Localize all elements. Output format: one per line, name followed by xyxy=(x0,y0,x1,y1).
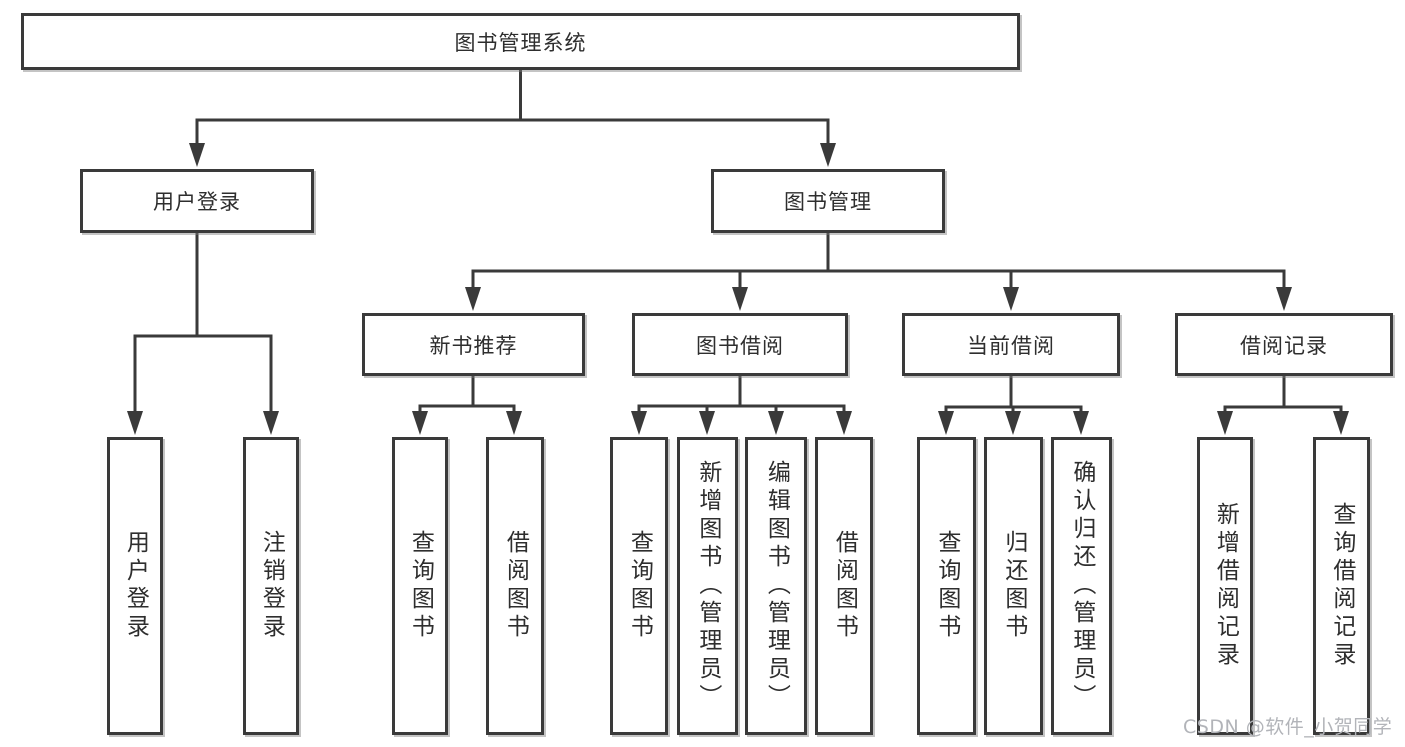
edge-level3-branch xyxy=(471,269,1286,292)
leaf-current-return-books: 归还图书 xyxy=(984,437,1043,735)
node-current-borrowing: 当前借阅 xyxy=(902,313,1120,376)
leaf-current-query-books: 查询图书 xyxy=(917,437,976,735)
leaf-logout: 注销登录 xyxy=(243,437,299,735)
edge-borrow-branch xyxy=(637,404,846,416)
arrow-down-icon xyxy=(1005,411,1021,435)
edge-recommend-branch xyxy=(418,404,516,416)
edge-level2-branch xyxy=(195,118,830,148)
leaf-borrow-borrow-books: 借阅图书 xyxy=(815,437,873,735)
arrow-down-icon xyxy=(631,411,647,435)
node-user-login: 用户登录 xyxy=(80,169,314,233)
arrow-down-icon xyxy=(189,143,205,167)
leaf-records-query-record: 查询借阅记录 xyxy=(1313,437,1370,735)
leaf-recommend-query-books: 查询图书 xyxy=(392,437,448,735)
leaf-current-confirm-return-admin: 确认归还（管理员） xyxy=(1051,437,1112,735)
node-book-management: 图书管理 xyxy=(711,169,945,233)
arrow-down-icon xyxy=(699,411,715,435)
leaf-borrow-edit-books-admin: 编辑图书（管理员） xyxy=(745,437,807,735)
leaf-records-add-record: 新增借阅记录 xyxy=(1197,437,1253,735)
arrow-down-icon xyxy=(506,411,522,435)
node-book-borrowing: 图书借阅 xyxy=(632,313,848,376)
leaf-borrow-add-books-admin: 新增图书（管理员） xyxy=(677,437,738,735)
arrow-down-icon xyxy=(263,411,279,435)
node-root: 图书管理系统 xyxy=(21,13,1020,70)
arrow-down-icon xyxy=(836,411,852,435)
arrow-down-icon xyxy=(1333,411,1349,435)
arrow-down-icon xyxy=(1276,287,1292,311)
node-borrowing-records: 借阅记录 xyxy=(1175,313,1393,376)
leaf-user-login: 用户登录 xyxy=(107,437,163,735)
edge-records-branch xyxy=(1223,405,1343,416)
arrow-down-icon xyxy=(465,287,481,311)
arrow-down-icon xyxy=(127,411,143,435)
leaf-borrow-query-books: 查询图书 xyxy=(610,437,668,735)
arrow-down-icon xyxy=(1073,411,1089,435)
csdn-watermark: CSDN @软件_小贺同学 xyxy=(1183,716,1393,738)
arrow-down-icon xyxy=(732,287,748,311)
edge-user-login-branch xyxy=(133,334,273,416)
node-new-book-recommend: 新书推荐 xyxy=(362,313,585,376)
arrow-down-icon xyxy=(768,411,784,435)
arrow-down-icon xyxy=(1217,411,1233,435)
arrow-down-icon xyxy=(1003,287,1019,311)
arrowheads xyxy=(127,143,1349,435)
arrow-down-icon xyxy=(412,411,428,435)
arrow-down-icon xyxy=(820,143,836,167)
leaf-recommend-borrow-books: 借阅图书 xyxy=(486,437,544,735)
arrow-down-icon xyxy=(938,411,954,435)
